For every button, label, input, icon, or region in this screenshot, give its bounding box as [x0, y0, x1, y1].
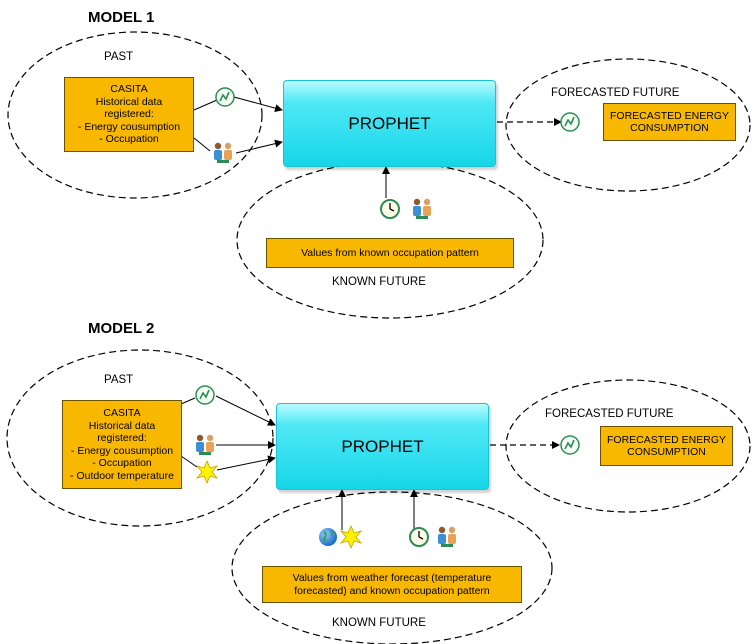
- past-box-line: - Outdoor temperature: [70, 469, 174, 482]
- sun-icon: [195, 459, 219, 485]
- past-box-line: - Energy cousumption: [77, 120, 181, 133]
- energy-signal-icon: [560, 435, 580, 455]
- model2-arrow-sun-to-prophet: [216, 455, 276, 471]
- model1-known-future-ellipse: [236, 161, 544, 319]
- known-future-box-line: forecasted) and known occupation pattern: [294, 584, 490, 597]
- clock-icon: [380, 199, 400, 219]
- known-future-box-line: Values from weather forecast (temperatur…: [292, 572, 492, 584]
- people-icon: [438, 526, 456, 547]
- globe-icon: [319, 528, 337, 546]
- model2-arrow-energy-to-prophet: [215, 395, 276, 426]
- model1-forecast-box: FORECASTED ENERGY CONSUMPTION: [603, 103, 736, 141]
- model2-arrow-energy: [180, 397, 196, 405]
- model1-arrow-energy: [193, 99, 218, 111]
- clock-icon: [409, 527, 429, 547]
- forecast-box-line: CONSUMPTION: [627, 446, 706, 458]
- model2-past-label: PAST: [104, 374, 134, 386]
- model1-forecasted-future-label: FORECASTED FUTURE: [551, 87, 680, 99]
- model1-title: MODEL 1: [88, 9, 155, 26]
- model2-prophet-box: PROPHET: [276, 403, 489, 490]
- model2-title: MODEL 2: [88, 320, 155, 337]
- model2-future-ellipse: [505, 379, 751, 513]
- energy-signal-icon: [215, 87, 235, 107]
- people-icon: [196, 434, 214, 455]
- model2-past-ellipse: [6, 349, 274, 527]
- forecast-box-line: FORECASTED ENERGY: [606, 433, 727, 446]
- past-box-line: - Energy cousumption: [70, 444, 174, 457]
- model1-prophet-box: PROPHET: [283, 80, 496, 167]
- model2-known-future-ellipse: [231, 491, 553, 644]
- model1-known-future-box: Values from known occupation pattern: [266, 238, 514, 268]
- model2-forecast-box: FORECASTED ENERGY CONSUMPTION: [600, 426, 733, 466]
- model1-arrow-people-to-prophet: [235, 139, 283, 154]
- model1-known-future-label: KNOWN FUTURE: [332, 276, 426, 288]
- people-icon: [214, 142, 232, 163]
- past-box-line: Historical data: [95, 95, 163, 108]
- forecast-box-line: CONSUMPTION: [630, 122, 709, 134]
- past-box-line: Historical data: [88, 419, 156, 432]
- energy-signal-icon: [560, 112, 580, 132]
- sun-icon: [339, 524, 363, 550]
- model1-past-ellipse: [7, 31, 263, 199]
- model1-future-ellipse: [505, 58, 751, 192]
- model1-past-box: CASITA Historical data registered: - Ene…: [64, 77, 194, 152]
- model1-arrow-energy-to-prophet: [233, 96, 283, 113]
- past-box-line: - Occupation: [99, 133, 159, 146]
- model1-arrow-people: [193, 137, 211, 152]
- model2-forecasted-future-label: FORECASTED FUTURE: [545, 408, 674, 420]
- model2-known-future-box: Values from weather forecast (temperatur…: [262, 566, 522, 603]
- model1-past-label: PAST: [104, 51, 134, 63]
- past-box-line: registered:: [104, 108, 154, 121]
- model2-arrow-sun: [180, 455, 198, 468]
- people-icon: [413, 198, 431, 219]
- model2-past-box: CASITA Historical data registered: - Ene…: [62, 400, 182, 489]
- model2-known-future-label: KNOWN FUTURE: [332, 617, 426, 629]
- energy-signal-icon: [195, 385, 215, 405]
- past-box-line: - Occupation: [92, 457, 152, 469]
- past-box-line: CASITA: [110, 83, 148, 96]
- known-future-box-text: Values from known occupation pattern: [301, 246, 479, 259]
- past-box-line: registered:: [97, 432, 147, 444]
- past-box-line: CASITA: [103, 407, 141, 419]
- forecast-box-line: FORECASTED ENERGY: [609, 109, 730, 122]
